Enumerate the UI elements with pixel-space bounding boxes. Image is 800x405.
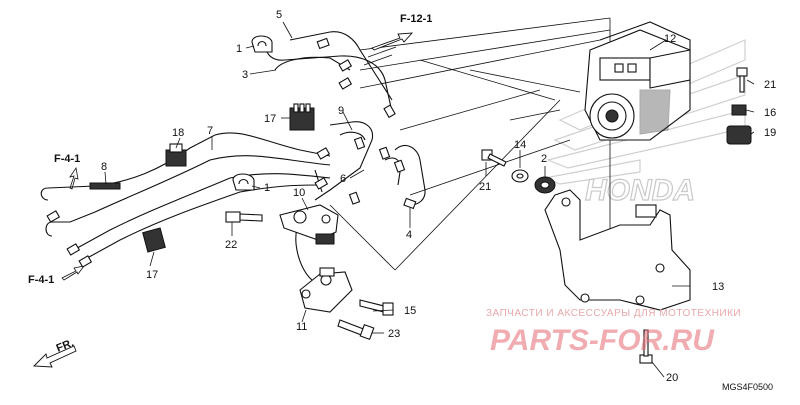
delay-valve-11[interactable] bbox=[299, 267, 353, 313]
pipe-clamp-17-bottom[interactable] bbox=[142, 227, 166, 253]
ref-f4-top-label: F-4-1 bbox=[54, 153, 80, 165]
front-direction-arrow: FR. bbox=[32, 337, 77, 368]
collar-14[interactable] bbox=[511, 169, 529, 183]
part-label-17-bottom[interactable]: 17 bbox=[146, 269, 158, 281]
part-label-19[interactable]: 19 bbox=[764, 127, 776, 139]
pipe-clamp-17-top[interactable] bbox=[289, 103, 315, 131]
part-label-6[interactable]: 6 bbox=[340, 173, 346, 185]
part-label-22[interactable]: 22 bbox=[225, 239, 237, 251]
watermark-subtitle: ЗАПЧАСТИ И АКСЕССУАРЫ ДЛЯ МОТОТЕХНИКИ bbox=[486, 308, 741, 319]
ref-f12-arrow bbox=[371, 32, 414, 51]
grommet-2[interactable] bbox=[534, 176, 556, 194]
pipe-clip-1-top[interactable] bbox=[251, 35, 273, 53]
watermark-site: PARTS-FOR.RU bbox=[490, 324, 715, 357]
bolt-22[interactable] bbox=[225, 211, 263, 223]
pipe-fittings bbox=[46, 37, 417, 268]
diagram-code: MGS4F0500 bbox=[722, 382, 773, 392]
part-label-20[interactable]: 20 bbox=[666, 372, 678, 384]
bolt-20[interactable] bbox=[639, 329, 653, 364]
abs-modulator-12[interactable] bbox=[584, 21, 691, 141]
honda-brand-text: HONDA bbox=[585, 174, 695, 207]
part-label-9[interactable]: 9 bbox=[338, 105, 344, 117]
bolt-15[interactable] bbox=[359, 299, 394, 316]
pipe-sleeve bbox=[89, 182, 121, 190]
ref-f12-label: F-12-1 bbox=[400, 13, 432, 25]
leader-lines bbox=[104, 21, 755, 378]
part-label-11[interactable]: 11 bbox=[296, 321, 307, 333]
three-way-joint-10[interactable] bbox=[279, 204, 339, 245]
part-label-1-top[interactable]: 1 bbox=[236, 43, 242, 55]
part-label-17-top[interactable]: 17 bbox=[264, 113, 276, 125]
part-label-8[interactable]: 8 bbox=[101, 161, 107, 173]
part-label-16[interactable]: 16 bbox=[764, 107, 776, 119]
front-arrow-icon bbox=[32, 345, 77, 368]
part-label-21-right[interactable]: 21 bbox=[764, 79, 776, 91]
part-label-13[interactable]: 13 bbox=[712, 281, 724, 293]
pipe-clip-1-middle[interactable] bbox=[232, 173, 255, 191]
part-label-14[interactable]: 14 bbox=[514, 139, 526, 151]
part-label-15[interactable]: 15 bbox=[404, 305, 416, 317]
ref-f4-bottom-arrow bbox=[61, 265, 85, 281]
collar-16[interactable] bbox=[731, 104, 747, 116]
bolt-21-left[interactable] bbox=[481, 149, 507, 167]
ref-f4-bottom-label: F-4-1 bbox=[28, 274, 54, 286]
ref-f4-top[interactable]: F-4-1 bbox=[54, 153, 80, 190]
part-label-23[interactable]: 23 bbox=[388, 328, 400, 340]
ref-f4-bottom[interactable]: F-4-1 bbox=[28, 265, 85, 286]
rubber-mount-19[interactable] bbox=[726, 125, 752, 145]
part-label-5[interactable]: 5 bbox=[276, 9, 282, 21]
ref-f4-top-arrow bbox=[69, 166, 79, 190]
part-label-1-middle[interactable]: 1 bbox=[264, 182, 270, 194]
part-label-2[interactable]: 2 bbox=[541, 153, 547, 165]
part-number-labels: 1 3 5 1 9 6 7 8 10 11 12 13 14 15 16 17 … bbox=[101, 9, 776, 384]
ref-f12[interactable]: F-12-1 bbox=[363, 13, 432, 66]
bolt-23[interactable] bbox=[337, 319, 375, 341]
part-label-10[interactable]: 10 bbox=[293, 187, 305, 199]
part-label-21-left[interactable]: 21 bbox=[479, 181, 491, 193]
part-label-4[interactable]: 4 bbox=[406, 229, 412, 241]
part-label-7[interactable]: 7 bbox=[207, 125, 213, 137]
part-label-18[interactable]: 18 bbox=[172, 127, 184, 139]
part-label-3[interactable]: 3 bbox=[242, 69, 248, 81]
part-label-12[interactable]: 12 bbox=[664, 33, 676, 45]
modulator-bracket-13[interactable] bbox=[544, 189, 691, 311]
guide-lines bbox=[329, 17, 611, 271]
bolt-21-right[interactable] bbox=[736, 67, 748, 93]
